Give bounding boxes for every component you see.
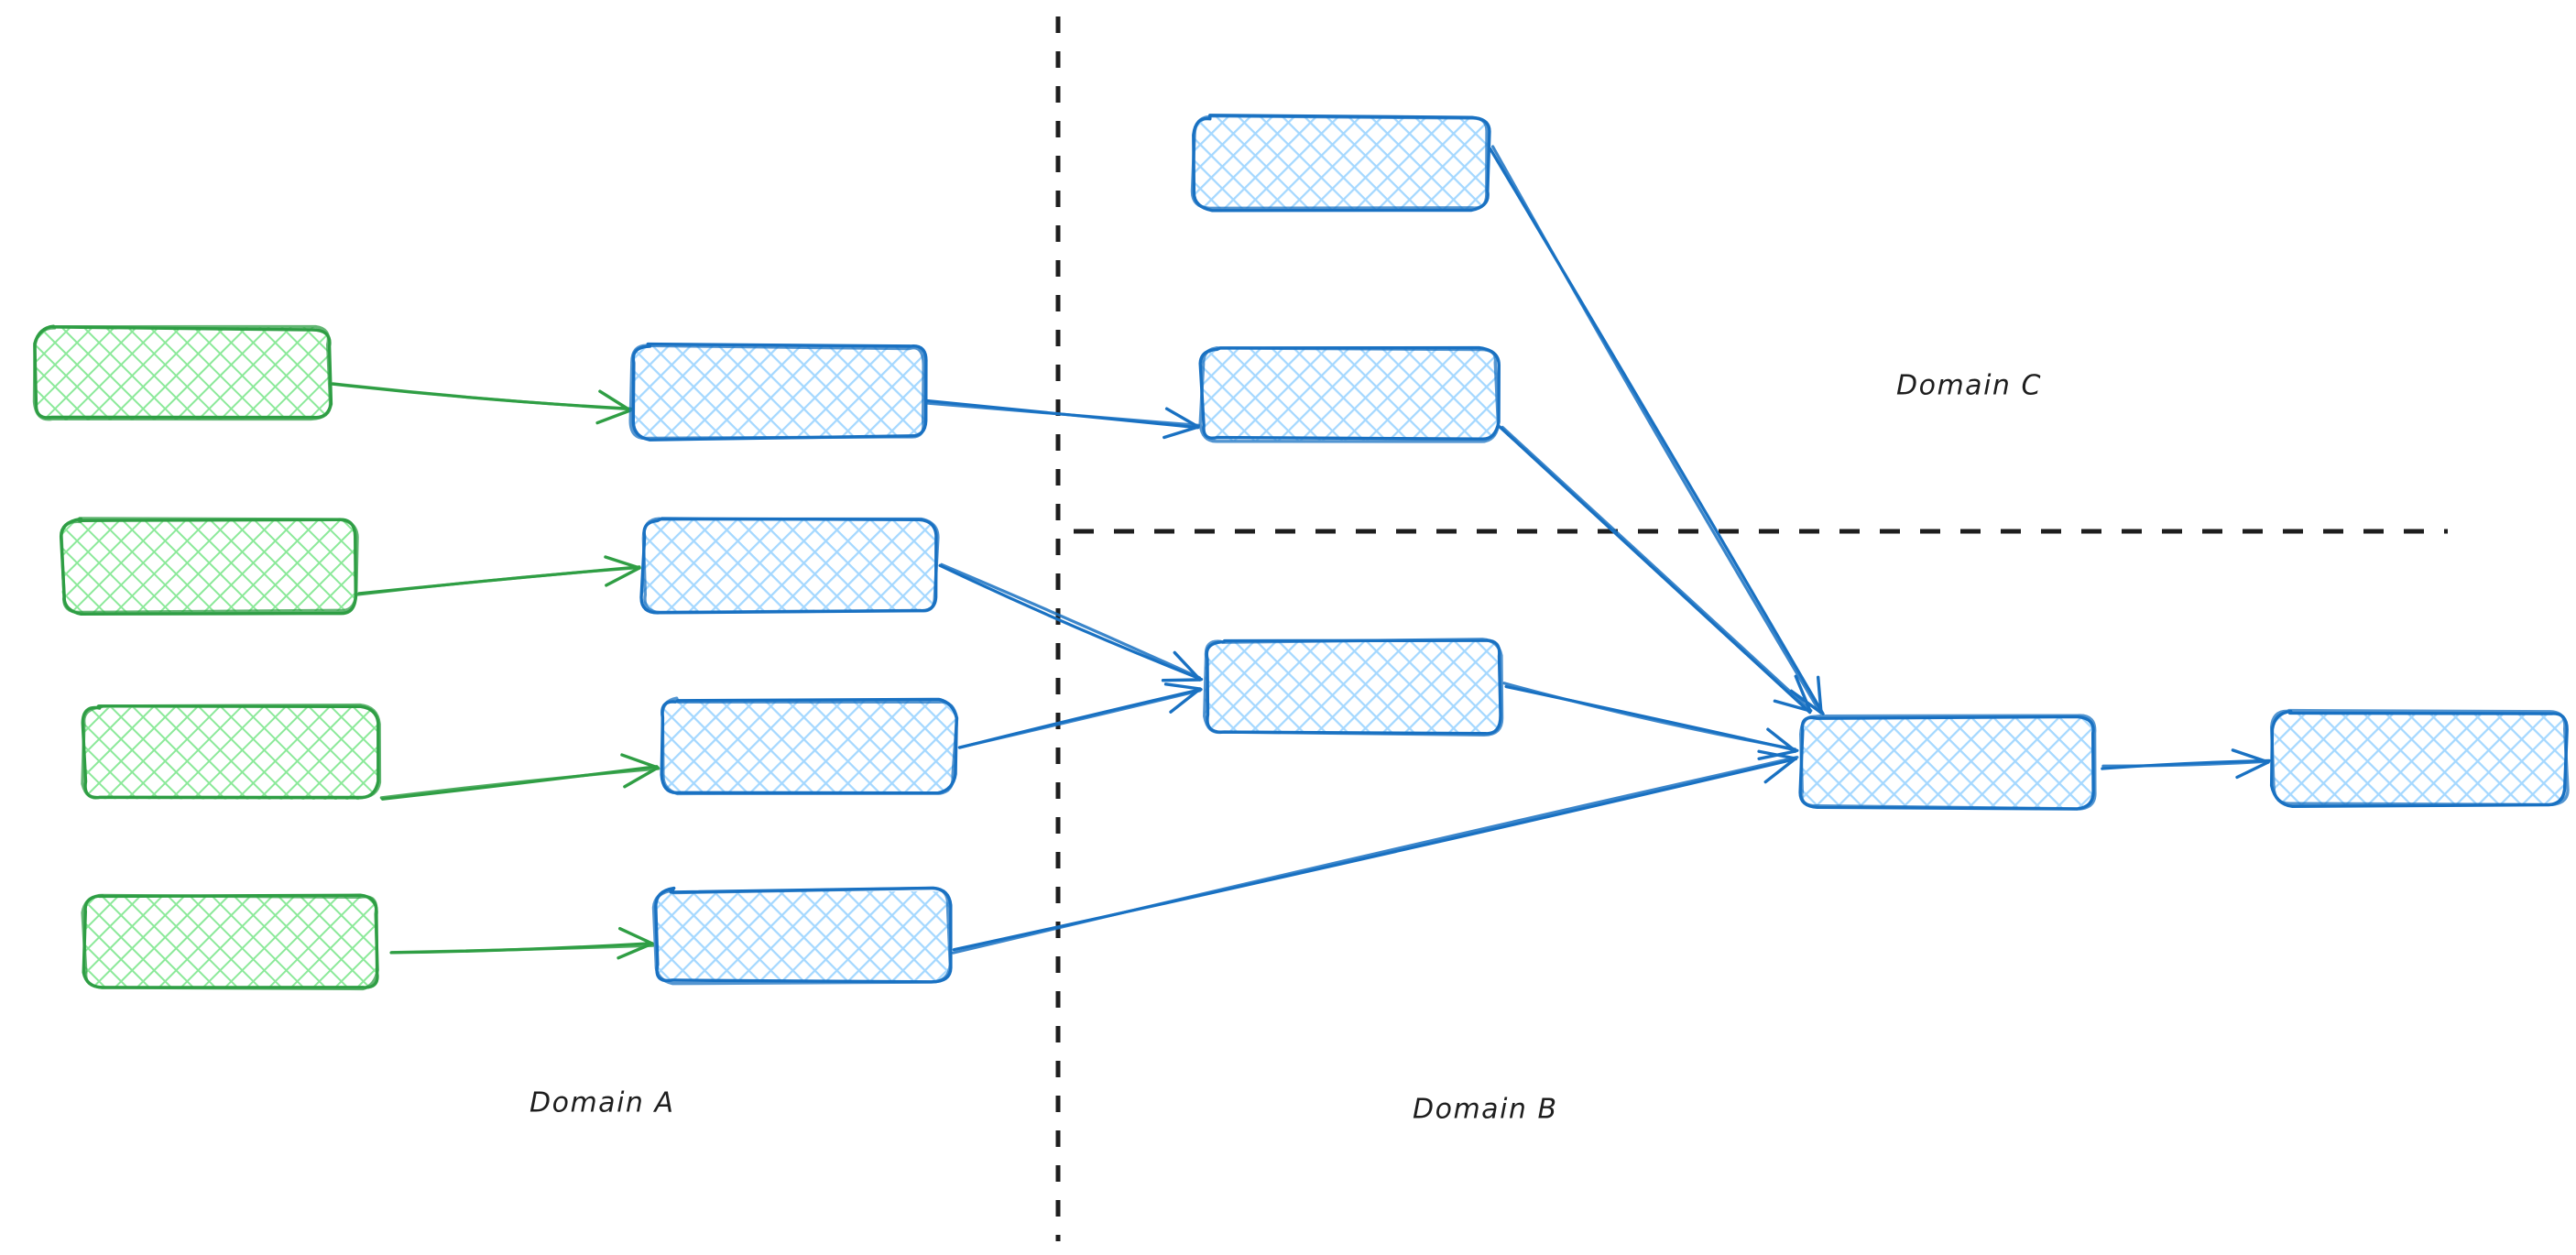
node-b1[interactable] xyxy=(628,342,928,442)
node-a1[interactable] xyxy=(32,324,333,421)
node-fill xyxy=(1202,346,1497,442)
edge-e-c1-d1 xyxy=(1489,145,1825,715)
node-fill xyxy=(2274,712,2567,805)
node-b3[interactable] xyxy=(660,696,959,796)
edge-e-a2-b2 xyxy=(355,555,641,596)
node-fill xyxy=(642,518,937,612)
edge-e-c2-d1 xyxy=(1498,425,1813,715)
node-fill xyxy=(36,326,330,420)
label-domain-a: Domain A xyxy=(529,1087,674,1119)
edge-e-d1-d2 xyxy=(2101,748,2271,780)
edge-e-b1-c2 xyxy=(925,398,1201,440)
node-fill xyxy=(660,700,956,792)
node-fill xyxy=(631,345,926,438)
label-layer: Domain A Domain B Domain C xyxy=(529,370,2042,1126)
node-fill xyxy=(656,890,950,982)
label-domain-b: Domain B xyxy=(1413,1094,1558,1126)
node-fill xyxy=(1193,116,1489,210)
edge-e-b2-c3 xyxy=(938,562,1204,682)
label-domain-c: Domain C xyxy=(1896,370,2042,402)
node-c1[interactable] xyxy=(1190,114,1491,213)
node-d2[interactable] xyxy=(2269,708,2570,809)
edge-layer xyxy=(328,145,2271,960)
node-a3[interactable] xyxy=(81,703,382,801)
edge-e-a4-b4 xyxy=(389,927,655,960)
node-fill xyxy=(1204,640,1501,734)
node-fill xyxy=(1800,715,2094,809)
edge-e-b3-c3 xyxy=(957,682,1203,749)
node-c3[interactable] xyxy=(1203,638,1504,737)
edge-e-a3-b3 xyxy=(379,753,660,801)
node-b2[interactable] xyxy=(639,517,940,615)
divider-layer xyxy=(1055,16,2448,1241)
node-c2[interactable] xyxy=(1198,345,1501,443)
node-layer xyxy=(32,114,2570,991)
node-fill xyxy=(84,895,378,988)
node-b4[interactable] xyxy=(651,886,953,986)
node-fill xyxy=(60,519,355,613)
node-a2[interactable] xyxy=(59,517,359,617)
node-d1[interactable] xyxy=(1798,714,2097,811)
edge-e-b4-d1 xyxy=(952,749,1799,955)
edge-e-c3-d1 xyxy=(1502,682,1799,760)
node-a4[interactable] xyxy=(81,893,379,991)
node-fill xyxy=(83,706,378,801)
edge-e-a1-b1 xyxy=(328,382,633,425)
